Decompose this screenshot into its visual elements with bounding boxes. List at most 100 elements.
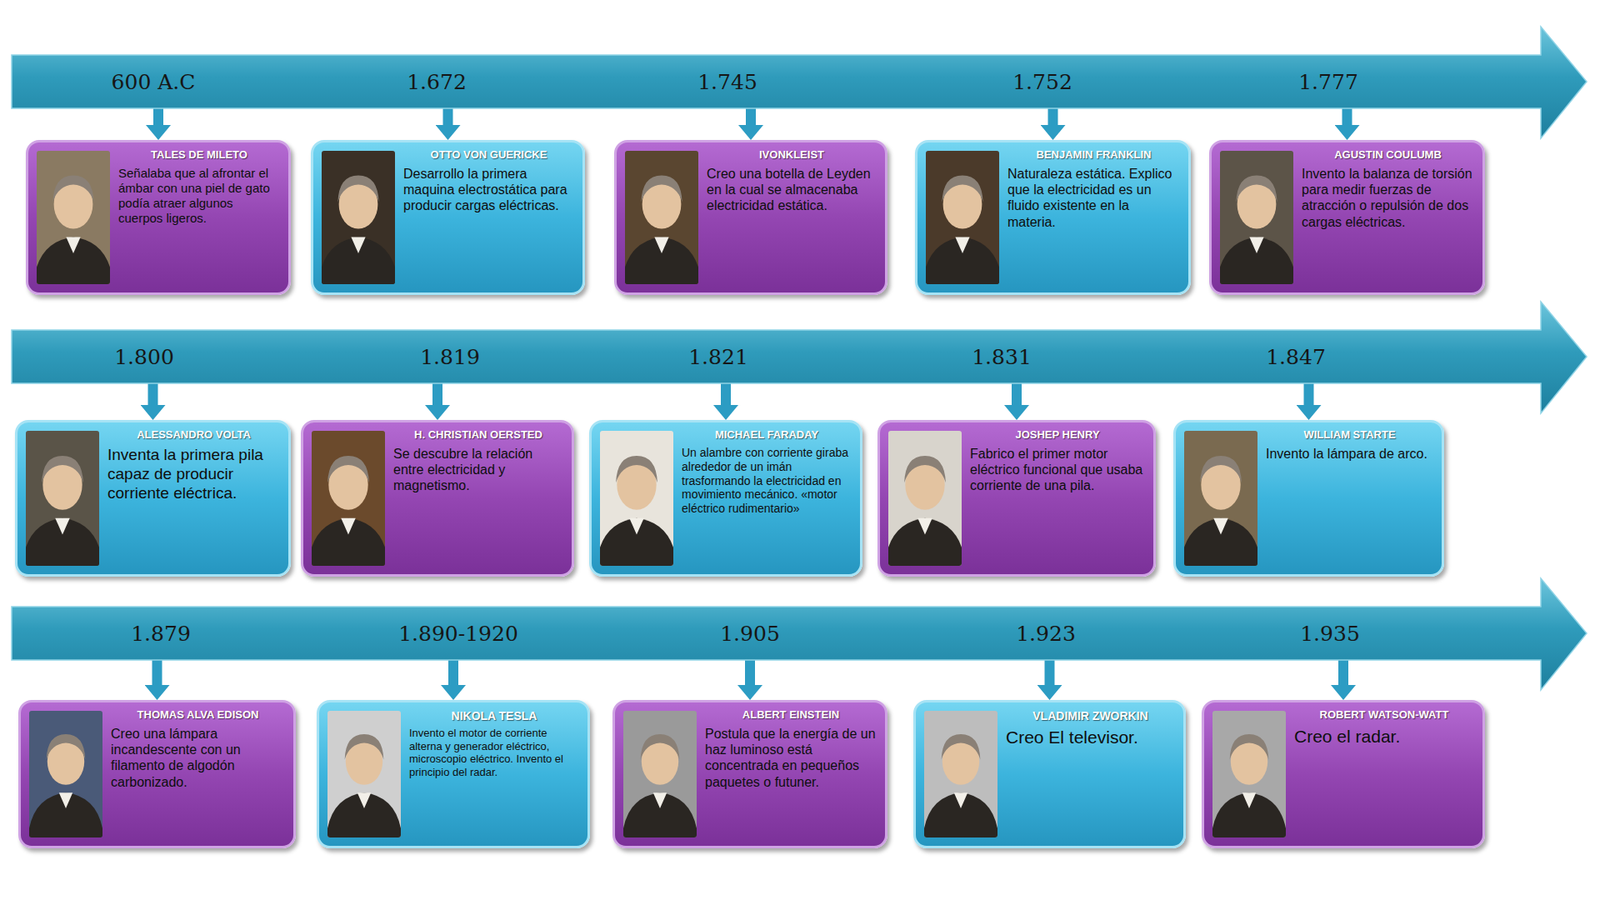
year-label: 1.831 bbox=[971, 346, 1032, 368]
portrait-body bbox=[625, 236, 699, 285]
portrait-picture bbox=[36, 150, 110, 285]
year-label: 600 A.C bbox=[111, 71, 196, 93]
year-label: 1.821 bbox=[688, 346, 749, 368]
year-label: 1.777 bbox=[1298, 71, 1359, 93]
portrait-hair bbox=[337, 175, 379, 203]
year-slot: 1.777 bbox=[1298, 71, 1359, 93]
event-box: OTTO VON GUERICKEDesarrollo la primera m… bbox=[310, 140, 585, 295]
portrait-body bbox=[623, 792, 697, 838]
portrait-ground bbox=[625, 150, 699, 285]
event-description: Naturaleza estática. Explico que la elec… bbox=[1007, 165, 1180, 230]
text-area: JOSHEP HENRYFabrico el primer motor eléc… bbox=[970, 429, 1145, 568]
portrait-collar bbox=[340, 518, 355, 535]
band-arrow-shape bbox=[11, 26, 1587, 139]
event-box: AGUSTIN COULUMBInvento la balanza de tor… bbox=[1209, 140, 1485, 295]
portrait-hair bbox=[904, 455, 946, 483]
portrait-hair bbox=[615, 455, 658, 483]
portrait-collar bbox=[1213, 518, 1228, 535]
year-label: 1.879 bbox=[130, 623, 191, 645]
portrait-hair bbox=[345, 734, 385, 760]
year-label: 1.847 bbox=[1265, 346, 1326, 368]
portrait-ground bbox=[29, 710, 103, 838]
year-label: 1.935 bbox=[1300, 623, 1360, 645]
event-description: Creo una botella de Leyden en la cual se… bbox=[706, 165, 877, 215]
connector-arrow bbox=[1338, 660, 1349, 685]
year-slot: 1.821 bbox=[688, 346, 749, 368]
event-box: BENJAMIN FRANKLIN Naturaleza estática. Ex… bbox=[915, 140, 1191, 295]
text-area: MICHAEL FARADAYUn alambre con corriente … bbox=[681, 429, 852, 568]
portrait-collar bbox=[357, 792, 371, 809]
year-slot: 1.819 bbox=[420, 346, 480, 368]
person-name: BENJAMIN FRANKLIN bbox=[1007, 149, 1180, 162]
person-name: OTTO VON GUERICKE bbox=[403, 149, 575, 162]
event-box: JOSHEP HENRYFabrico el primer motor eléc… bbox=[877, 420, 1156, 577]
portrait-ground bbox=[1220, 150, 1294, 285]
text-area: BENJAMIN FRANKLIN Naturaleza estática. Ex… bbox=[1007, 149, 1180, 286]
portrait-body bbox=[327, 792, 401, 838]
portrait-body bbox=[1184, 518, 1258, 566]
portrait-picture bbox=[327, 710, 401, 838]
year-label: 1.905 bbox=[720, 623, 780, 645]
portrait-collar bbox=[1242, 792, 1256, 809]
year-slot: 1.890-1920 bbox=[398, 623, 519, 645]
person-name: AGUSTIN COULUMB bbox=[1301, 149, 1475, 162]
portrait-body bbox=[36, 236, 110, 285]
connector-arrow bbox=[1045, 660, 1055, 685]
year-slot: 1.752 bbox=[1012, 71, 1073, 93]
text-area: ROBERT WATSON-WATTCreo el radar. bbox=[1294, 709, 1475, 840]
text-area: ALESSANDRO VOLTAInventa la primera pila … bbox=[107, 429, 280, 568]
portrait-hair bbox=[1200, 455, 1242, 483]
event-description: Invento el motor de corriente alterna y … bbox=[409, 726, 580, 779]
portrait-hair bbox=[52, 175, 94, 203]
connector-arrow bbox=[448, 660, 459, 685]
year-label: 1.752 bbox=[1012, 71, 1073, 93]
portrait-ground bbox=[25, 430, 100, 566]
event-box: NIKOLA TESLAInvento el motor de corrient… bbox=[316, 700, 590, 849]
year-label: 1.819 bbox=[420, 346, 480, 368]
text-area: THOMAS ALVA EDISON Creo una lámpara incan… bbox=[110, 709, 285, 840]
portrait-picture bbox=[625, 150, 699, 285]
portrait-picture bbox=[311, 430, 385, 566]
event-description: Invento la lámpara de arco. bbox=[1265, 445, 1434, 462]
portrait-body bbox=[1220, 236, 1294, 285]
event-box: ALBERT EINSTEINPostula que la energía de… bbox=[612, 700, 888, 849]
text-area: OTTO VON GUERICKEDesarrollo la primera m… bbox=[403, 149, 575, 286]
person-name: TALES DE MILETO bbox=[118, 149, 280, 162]
portrait-hair bbox=[941, 175, 983, 203]
portrait-collar bbox=[653, 792, 667, 809]
portrait-ground bbox=[1212, 710, 1286, 838]
portrait-picture bbox=[1220, 150, 1294, 285]
person-name: THOMAS ALVA EDISON bbox=[110, 709, 285, 722]
year-slot: 1.800 bbox=[114, 346, 175, 368]
event-description: Se descubre la relación entre electricid… bbox=[393, 445, 564, 495]
portrait-hair bbox=[1235, 175, 1277, 203]
event-description: Creo El televisor. bbox=[1005, 726, 1175, 748]
event-box: WILLIAM STARTE Invento la lámpara de arco… bbox=[1173, 420, 1445, 577]
portrait-picture bbox=[321, 150, 395, 285]
portrait-picture bbox=[29, 710, 103, 838]
year-slot: 1.905 bbox=[720, 623, 780, 645]
event-description: Creo una lámpara incandescente con un fi… bbox=[110, 725, 285, 790]
event-box: IVONKLEISTCreo una botella de Leyden en … bbox=[614, 140, 888, 295]
portrait-hair bbox=[640, 734, 680, 760]
portrait-body bbox=[29, 792, 103, 838]
timeline-band: 1.800 1.819 1.821 1.831 1.847 bbox=[11, 330, 1587, 384]
portrait-collar bbox=[350, 236, 365, 254]
event-description: Un alambre con corriente giraba alrededo… bbox=[681, 445, 852, 516]
connector-arrow bbox=[720, 383, 731, 405]
text-area: AGUSTIN COULUMBInvento la balanza de tor… bbox=[1301, 149, 1475, 286]
portrait-body bbox=[321, 236, 395, 285]
portrait-ground bbox=[321, 150, 395, 285]
connector-arrow bbox=[1304, 383, 1315, 405]
event-description: Señalaba que al afrontar el ámbar con un… bbox=[118, 165, 280, 226]
event-description: Fabrico el primer motor eléctrico funcio… bbox=[970, 445, 1145, 495]
event-box: ALESSANDRO VOLTAInventa la primera pila … bbox=[15, 420, 291, 577]
person-name: WILLIAM STARTE bbox=[1265, 429, 1434, 442]
text-area: WILLIAM STARTE Invento la lámpara de arco… bbox=[1265, 429, 1434, 568]
year-slot: 1.745 bbox=[697, 71, 758, 93]
text-area: TALES DE MILETO Señalaba que al afrontar … bbox=[118, 149, 280, 286]
portrait-hair bbox=[41, 455, 84, 483]
portrait-collar bbox=[954, 792, 968, 809]
year-label: 1.923 bbox=[1015, 623, 1076, 645]
